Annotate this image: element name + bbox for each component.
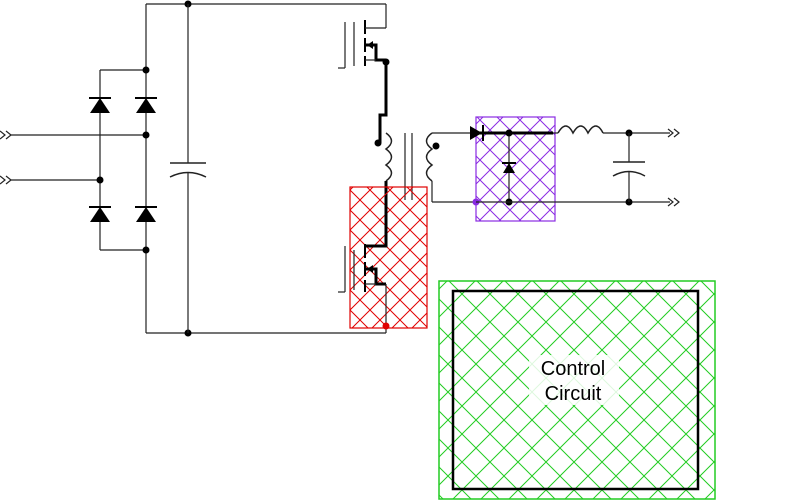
output-capacitor-icon (612, 129, 646, 206)
output-rectifier-region (470, 116, 556, 222)
diode-icon (89, 97, 111, 113)
bridge-rectifier (89, 4, 157, 333)
control-circuit-label-line1: Control (541, 358, 605, 380)
primary-switch-region (338, 186, 428, 333)
control-circuit-label-line2: Circuit (545, 383, 602, 405)
diode-icon (135, 97, 157, 113)
primary-lead-top (378, 62, 388, 143)
ac-input-terminal-top (0, 130, 146, 140)
control-circuit-block: Control Circuit (438, 280, 716, 500)
diode-icon (135, 206, 157, 222)
output-terminal-bottom (667, 197, 680, 207)
ac-input-terminal-bottom (0, 175, 100, 185)
top-mosfet-icon (338, 4, 390, 69)
output-terminal-top (667, 128, 680, 138)
bulk-capacitor-icon (169, 4, 207, 333)
diode-icon (89, 206, 111, 222)
output-inductor-icon (553, 125, 670, 135)
transformer-icon (384, 132, 476, 203)
